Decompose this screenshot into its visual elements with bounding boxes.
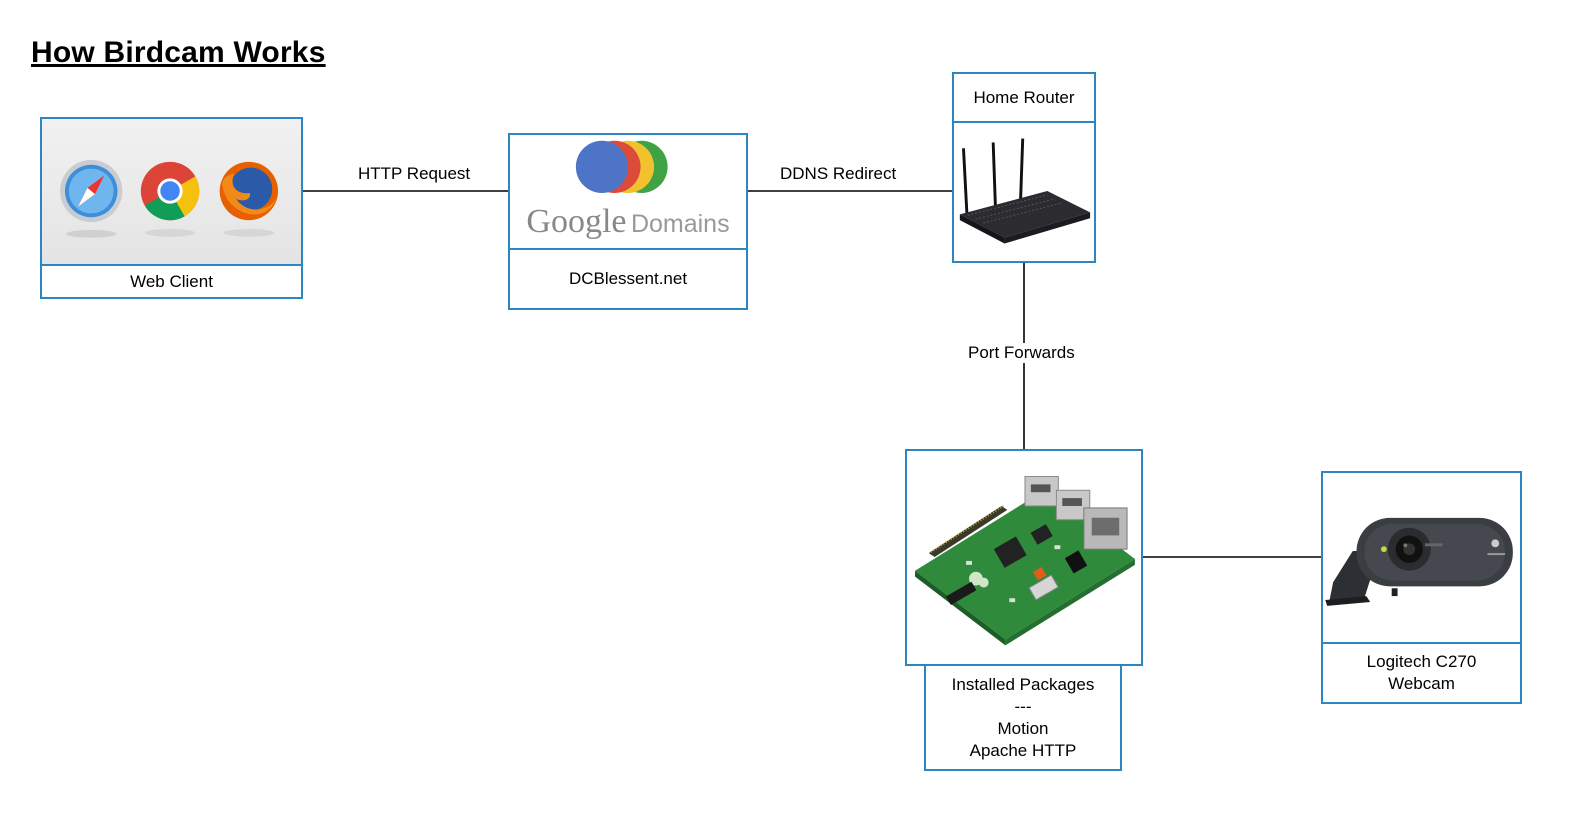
raspberry-pi-label: Installed Packages --- Motion Apache HTT… (924, 664, 1122, 771)
home-router-image-box (952, 121, 1096, 263)
google-wordmark-text: Google (526, 203, 627, 240)
firefox-icon (219, 161, 279, 237)
safari-icon (60, 159, 123, 238)
raspberry-pi-image-box (905, 449, 1143, 666)
google-domains-label: DCBlessent.net (508, 248, 748, 310)
edge-label-ddns-redirect: DDNS Redirect (778, 164, 899, 184)
domains-wordmark-text: Domains (630, 210, 730, 238)
edge-label-port-forwards: Port Forwards (966, 343, 1077, 363)
google-domains-wordmark: Google Domains (510, 203, 746, 241)
webcam-icon (1325, 517, 1513, 606)
web-client-image-box (40, 117, 303, 266)
router-icon (959, 138, 1091, 244)
webcam-image-box (1321, 471, 1522, 644)
webcam-label: Logitech C270 Webcam (1321, 642, 1522, 704)
home-router-label: Home Router (952, 72, 1096, 123)
diagram-title: How Birdcam Works (31, 36, 326, 69)
edge-label-http-request: HTTP Request (356, 164, 473, 184)
chrome-icon (140, 161, 200, 237)
google-domains-logo-box: Google Domains (508, 133, 748, 250)
raspberry-pi-board-icon (915, 476, 1135, 646)
browser-icons (60, 159, 279, 238)
web-client-label: Web Client (40, 264, 303, 299)
google-domains-logo (575, 140, 668, 193)
